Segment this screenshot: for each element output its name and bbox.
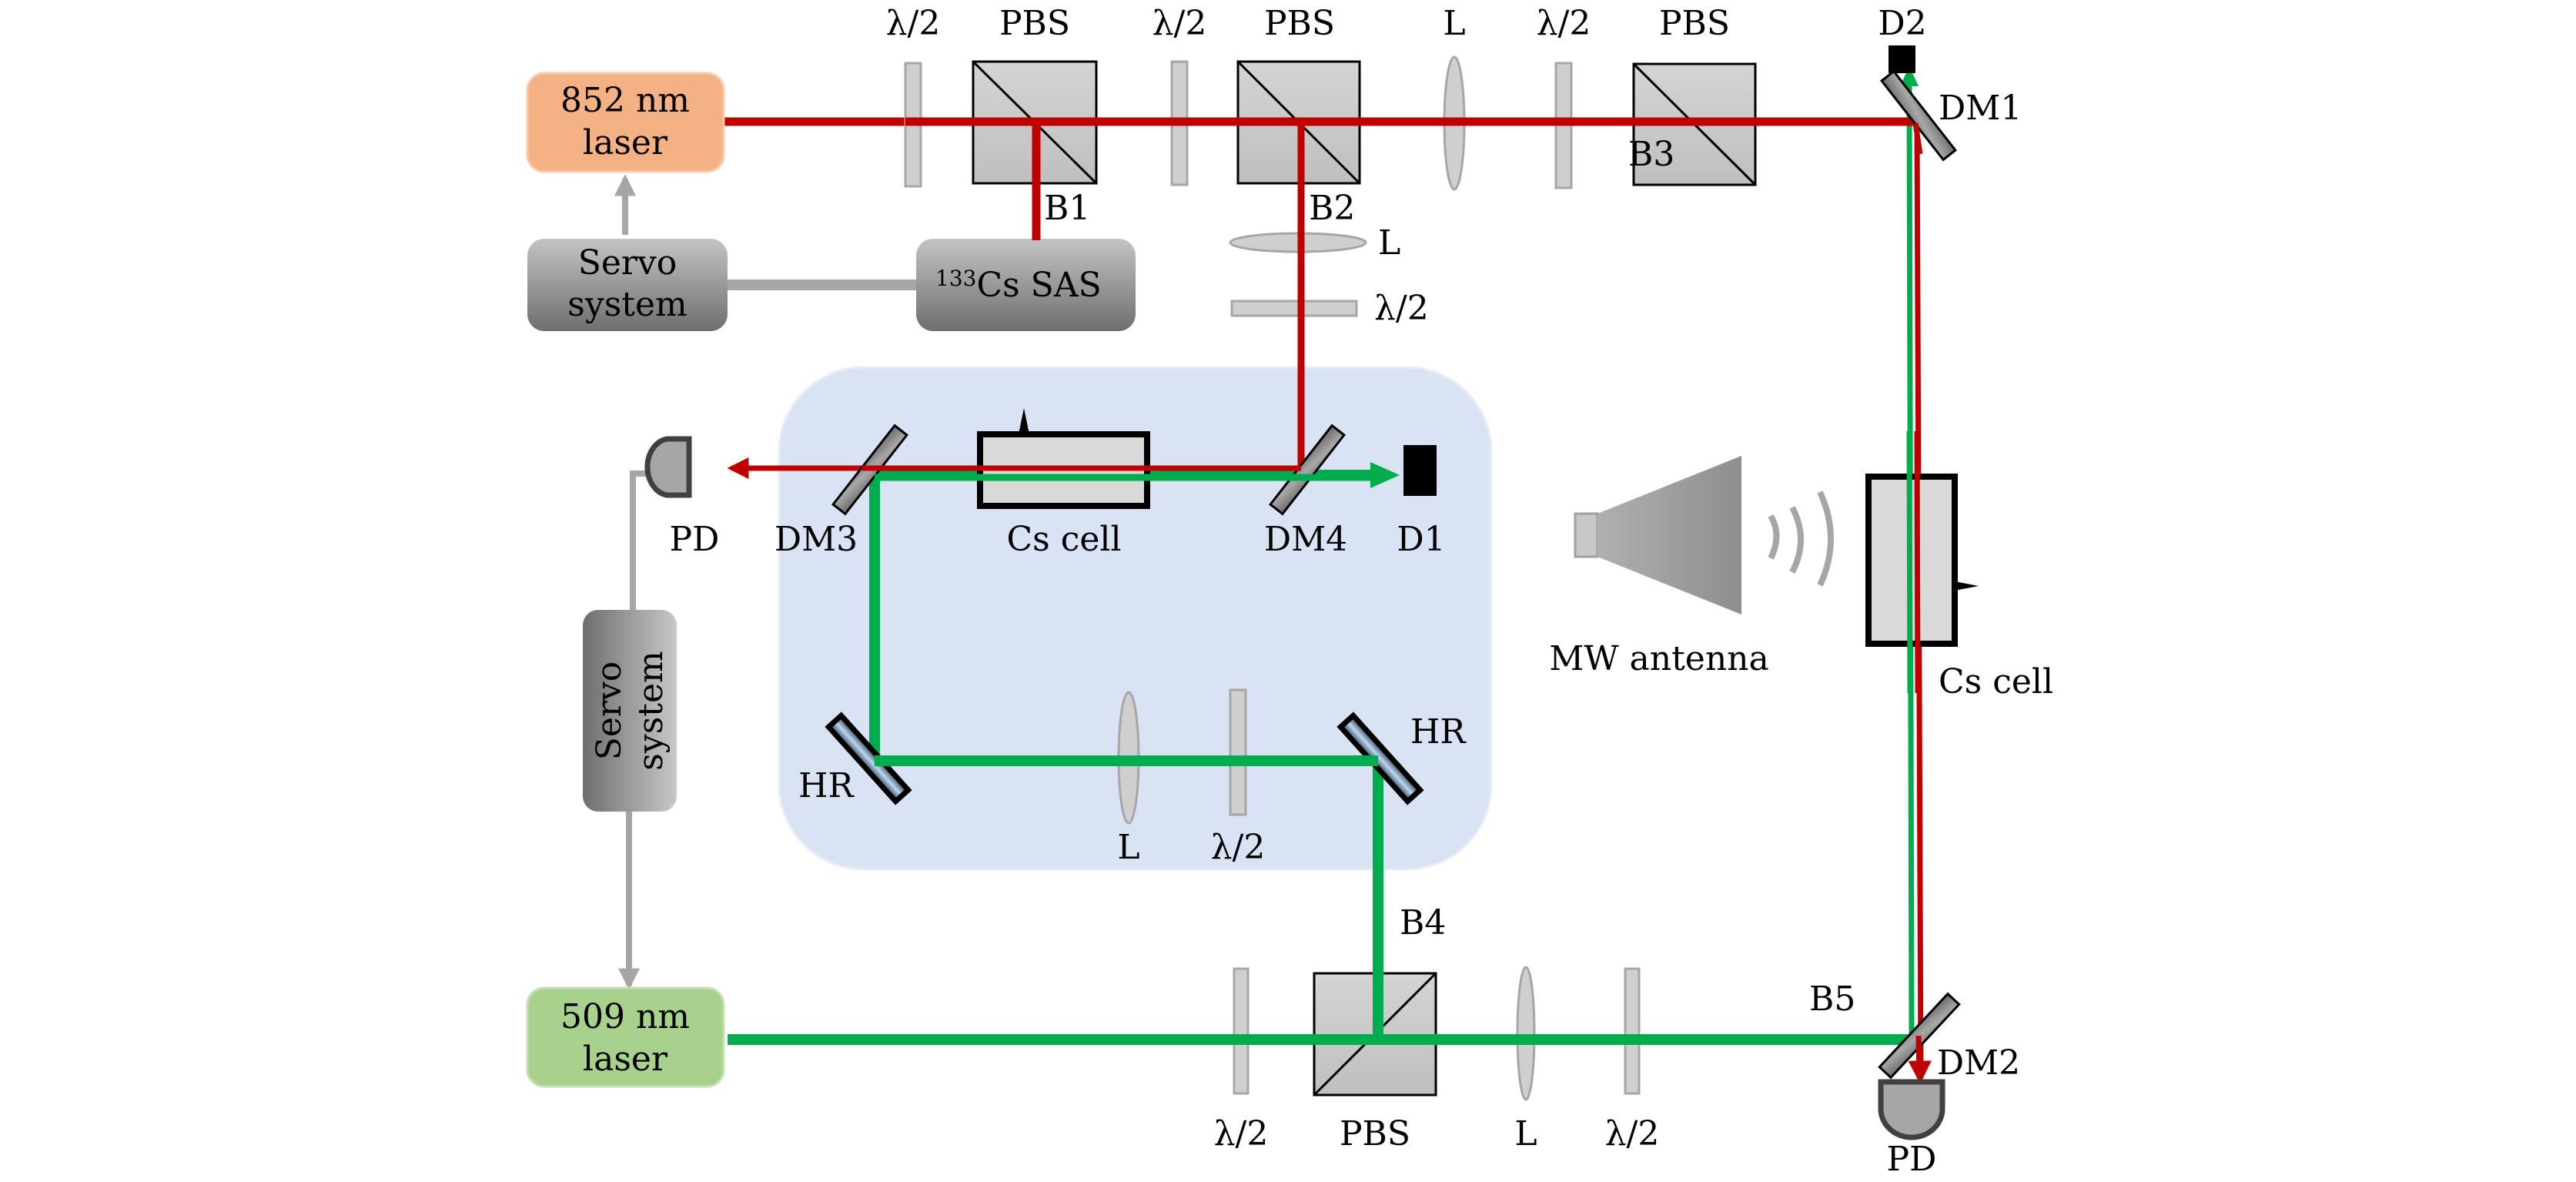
detector-d2 xyxy=(1889,45,1915,73)
photodiode-bottom xyxy=(1878,1079,1945,1140)
label-pd-bottom: PD xyxy=(1887,1140,1937,1179)
servo-system-left: Servo system xyxy=(583,610,677,812)
label-bot-hwp2: λ/2 xyxy=(1605,1114,1660,1154)
label-d2: D2 xyxy=(1878,4,1926,43)
label-top-hwp1: λ/2 xyxy=(886,4,941,43)
label-mw-antenna: MW antenna xyxy=(1549,639,1768,678)
laser-509-label-1: 509 nm xyxy=(560,997,690,1036)
label-top-pbs3: PBS xyxy=(1659,4,1730,43)
label-top-hwp3: λ/2 xyxy=(1537,4,1591,43)
high-reflector-hr-left xyxy=(825,712,912,805)
cs-sas-label: 133Cs SAS xyxy=(935,266,1102,305)
laser-852-label-2: laser xyxy=(583,123,668,162)
half-wave-plate-bottom-2 xyxy=(1624,967,1641,1095)
vacuum-region xyxy=(778,366,1493,871)
mw-wave-2 xyxy=(1789,506,1804,574)
lens-bottom xyxy=(1516,966,1536,1101)
half-wave-plate-bottom-1 xyxy=(1233,967,1250,1095)
label-bot-lens: L xyxy=(1514,1114,1537,1154)
cs-cell-right xyxy=(1865,474,1979,647)
label-d1: D1 xyxy=(1397,520,1445,559)
servo-system-top: Servo system xyxy=(527,239,728,331)
mw-antenna-icon xyxy=(1574,456,1834,614)
label-dm2: DM2 xyxy=(1937,1043,2020,1083)
label-bot-pbs: PBS xyxy=(1340,1114,1410,1154)
mw-wave-3 xyxy=(1817,491,1834,587)
label-bot-hwp1: λ/2 xyxy=(1214,1114,1269,1154)
laser-852: 852 nm laser xyxy=(526,72,725,173)
cs-cell-right-stem xyxy=(1955,581,1979,591)
dichroic-mirror-dm1 xyxy=(1879,69,1958,162)
label-vert-hwp: λ/2 xyxy=(1374,289,1429,328)
label-cs-cell-right: Cs cell xyxy=(1939,662,2053,701)
label-mid-lens: L xyxy=(1117,828,1139,867)
label-top-pbs2: PBS xyxy=(1264,4,1335,43)
beam-509-arrow-d2 xyxy=(1900,66,1919,86)
detector-d1 xyxy=(1403,445,1437,496)
label-hr-left: HR xyxy=(798,766,855,805)
label-b3: B3 xyxy=(1628,135,1674,174)
photodiode-left xyxy=(644,436,692,498)
label-dm3: DM3 xyxy=(774,520,858,559)
label-hr-right: HR xyxy=(1410,712,1467,752)
label-top-hwp2: λ/2 xyxy=(1153,4,1207,43)
label-b5: B5 xyxy=(1809,979,1855,1019)
label-cs-cell-inner: Cs cell xyxy=(1006,520,1121,559)
label-dm1: DM1 xyxy=(1939,89,2022,128)
half-wave-plate-vertical xyxy=(1230,300,1358,317)
servo-left-label-2: system xyxy=(631,651,671,770)
label-top-lens: L xyxy=(1443,4,1465,43)
laser-852-label-1: 852 nm xyxy=(560,81,690,120)
label-top-pbs1: PBS xyxy=(999,4,1070,43)
mw-wave-1 xyxy=(1768,514,1780,560)
label-b4: B4 xyxy=(1400,903,1446,943)
label-b1: B1 xyxy=(1044,189,1090,228)
cs-sas-box: 133Cs SAS xyxy=(916,239,1136,331)
label-b2: B2 xyxy=(1309,189,1355,228)
label-dm4: DM4 xyxy=(1264,520,1347,559)
servo-top-label-1: Servo xyxy=(578,243,677,283)
half-wave-plate-middle xyxy=(1229,688,1247,816)
laser-509-label-2: laser xyxy=(583,1040,668,1079)
laser-509: 509 nm laser xyxy=(526,986,725,1088)
label-pd-left: PD xyxy=(670,520,720,559)
servo-top-label-2: system xyxy=(567,285,687,324)
servo-left-label-1: Servo xyxy=(590,661,629,761)
cs-cell-inner-stem xyxy=(1019,408,1029,434)
beam-509-arrow-d1 xyxy=(1370,462,1400,488)
label-vert-lens: L xyxy=(1378,223,1400,263)
label-mid-hwp: λ/2 xyxy=(1211,828,1266,867)
pd-to-servo-wire xyxy=(630,470,662,612)
labels: λ/2 PBS λ/2 PBS L λ/2 PBS D2 DM1 B1 B2 B… xyxy=(670,4,2054,1179)
